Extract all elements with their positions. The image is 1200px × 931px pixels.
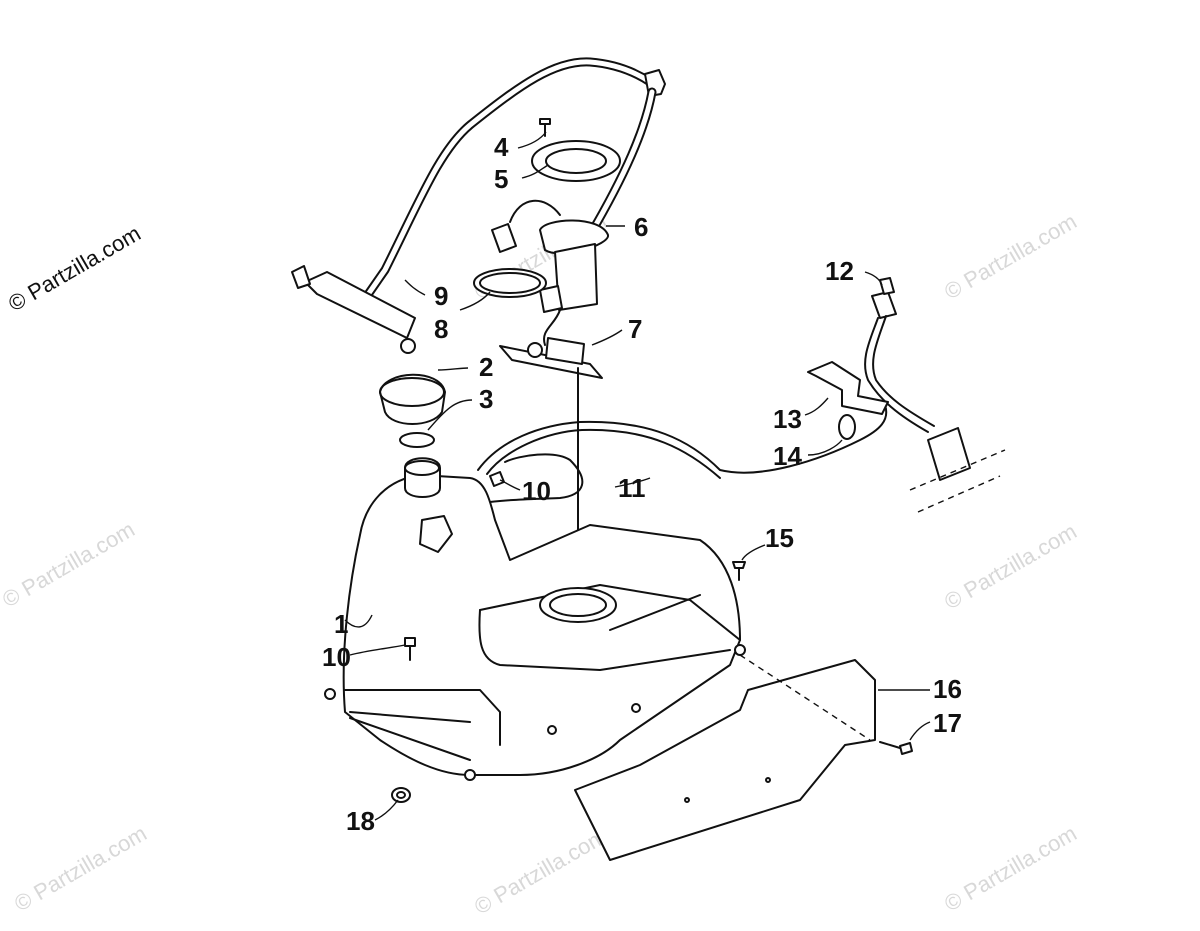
cap-gasket [399,432,435,448]
callout-11: 11 [618,473,646,503]
frame-mount [909,427,1006,513]
filter-bracket [807,361,889,415]
callout-14: 14 [773,441,802,471]
push-rivet [732,561,746,581]
callout-13: 13 [773,404,802,434]
shield-screw [879,741,913,755]
vent-hose [291,57,666,354]
watermark: © Partzilla.com [0,517,139,613]
filler-cap [379,373,446,425]
callout-3: 3 [479,384,493,414]
watermark: © Partzilla.com [940,821,1081,917]
callout-15: 15 [765,523,794,553]
callout-17: 17 [933,708,962,738]
watermark: © Partzilla.com [10,821,151,917]
callout-9: 9 [434,281,448,311]
watermark-main: © Partzilla.com [4,221,145,317]
callout-10: 10 [522,476,551,506]
callout-2: 2 [479,352,493,382]
callout-18: 18 [346,806,375,836]
callout-7: 7 [628,314,642,344]
tank-bolt [404,637,416,661]
fuel-filter [864,277,935,433]
vent-line [429,404,888,521]
callout-5: 5 [494,164,508,194]
callout-16: 16 [933,674,962,704]
pump-gasket [531,140,621,182]
callout-12: 12 [825,256,854,286]
callouts: 1 2 3 4 5 6 7 8 9 10 10 11 12 13 14 15 1… [322,132,962,836]
filter-clamp [838,414,856,440]
callout-6: 6 [634,212,648,242]
callout-1: 1 [334,609,348,639]
watermark: © Partzilla.com [470,824,611,920]
callout-4: 4 [494,132,509,162]
hose-clamp [489,471,505,487]
watermark: © Partzilla.com [940,519,1081,615]
leader-lines [344,131,931,821]
fuel-tank [324,457,746,781]
watermark: © Partzilla.com [940,209,1081,305]
heat-shield [574,654,876,861]
grommet [391,787,411,803]
callout-8: 8 [434,314,448,344]
callout-10: 10 [322,642,351,672]
fuel-pump [491,199,609,346]
pump-bracket [499,337,603,379]
